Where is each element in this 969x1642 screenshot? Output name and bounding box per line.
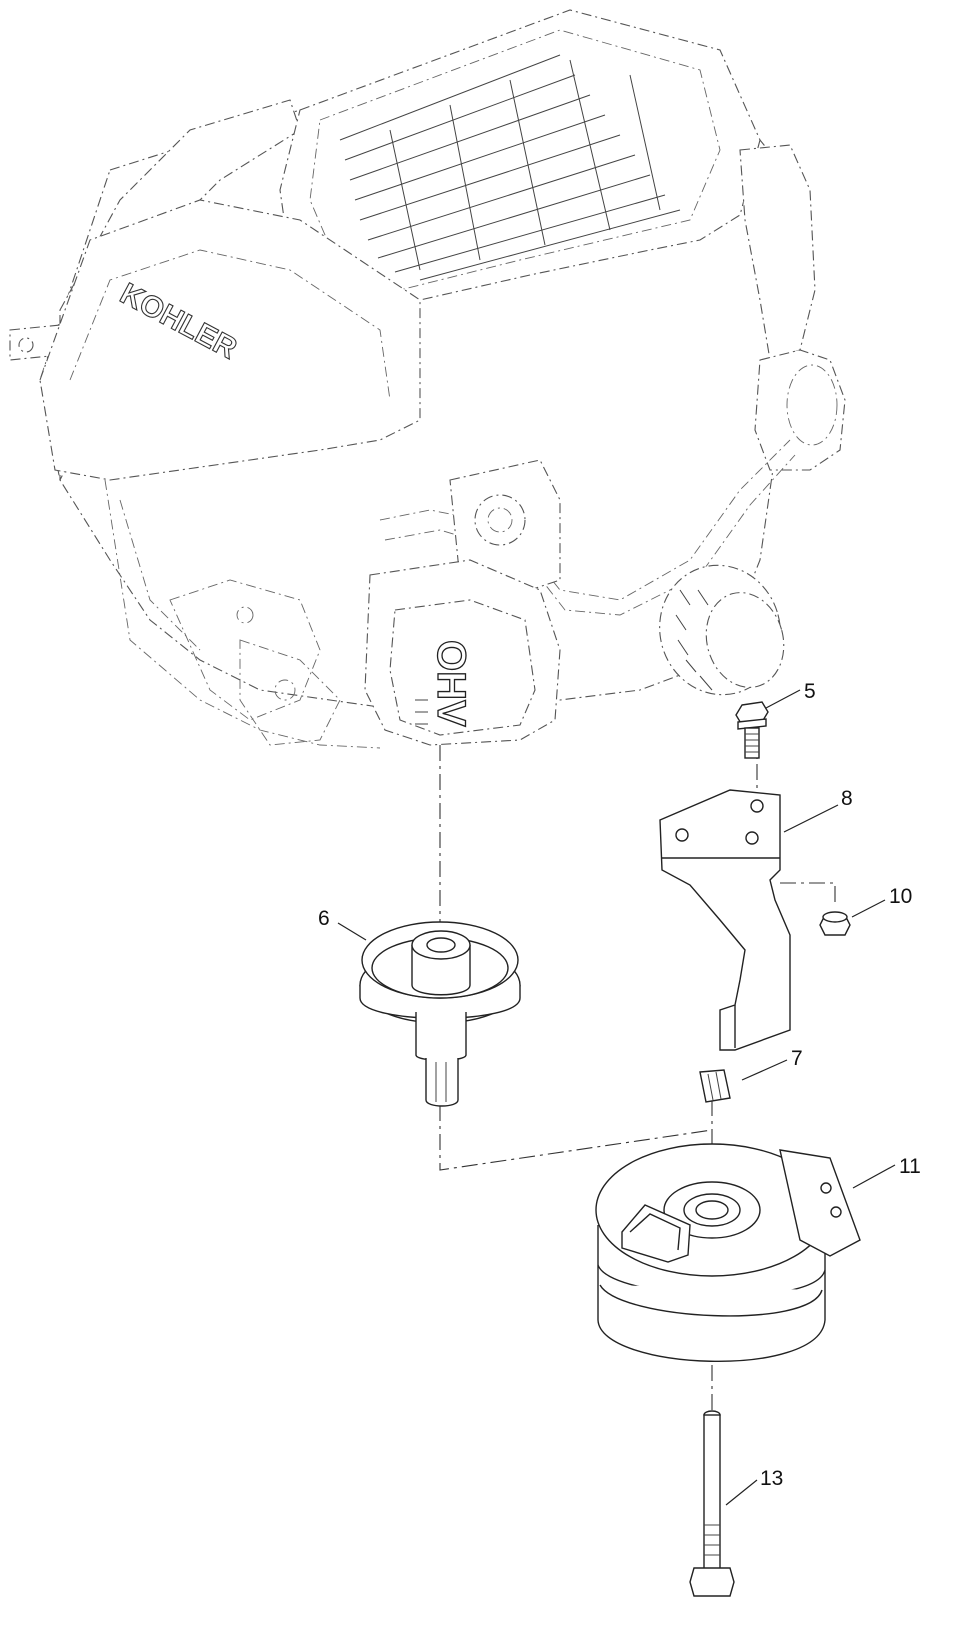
callout-6: 6 <box>318 907 367 941</box>
callout-8: 8 <box>783 787 853 833</box>
svg-text:7: 7 <box>791 1047 803 1070</box>
spacer-7 <box>699 1069 731 1103</box>
oil-filter <box>659 564 785 696</box>
svg-text:11: 11 <box>899 1155 921 1178</box>
callout-13: 13 <box>725 1467 783 1506</box>
engine-assembly: KOHLER OHV <box>9 9 846 749</box>
clutch-11 <box>595 1143 861 1363</box>
svg-text:10: 10 <box>889 885 912 908</box>
callout-5: 5 <box>765 680 816 709</box>
air-intake-grille <box>309 29 721 291</box>
ohv-mark: OHV <box>429 640 473 727</box>
callout-10: 10 <box>851 885 912 918</box>
callout-7: 7 <box>741 1047 803 1081</box>
svg-text:13: 13 <box>760 1467 783 1490</box>
bolt-13 <box>689 1410 735 1597</box>
bracket-8 <box>659 789 791 1051</box>
nut-10 <box>819 911 851 936</box>
valve-cover: OHV <box>364 559 561 746</box>
svg-text:8: 8 <box>841 787 853 810</box>
callout-labels: 5 6 7 8 10 11 13 <box>318 680 921 1506</box>
callout-11: 11 <box>852 1155 921 1189</box>
bolt-5 <box>735 701 769 759</box>
pulley-6 <box>359 921 521 1107</box>
svg-text:5: 5 <box>804 680 816 703</box>
svg-text:6: 6 <box>318 907 330 930</box>
